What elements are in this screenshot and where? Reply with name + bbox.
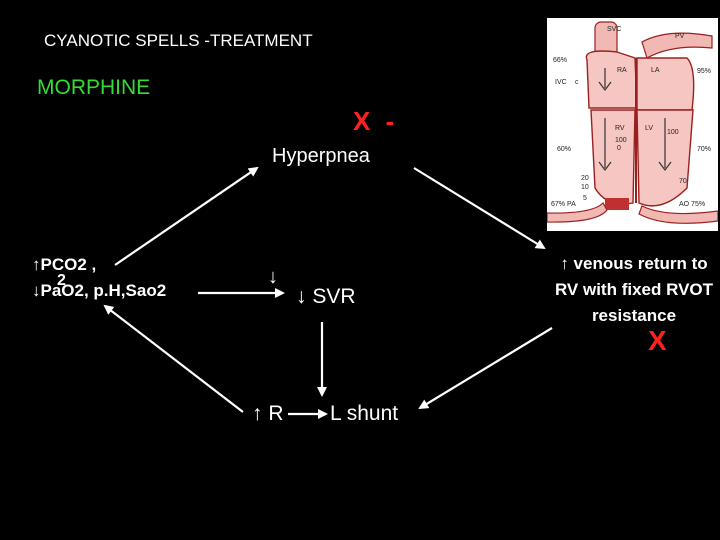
morphine-label: MORPHINE (37, 76, 151, 99)
heart-label: 95% (697, 68, 711, 75)
right-to-left-shunt-l: L shunt (330, 402, 399, 425)
arrow-shunt-to-pao2 (103, 304, 244, 413)
heart-label: SVC (607, 26, 621, 33)
heart-label: 0 (617, 145, 621, 152)
heart-label: 10 (581, 184, 589, 191)
heart-label: 70 (679, 178, 687, 185)
heart-diagram-svg: SVC PV 66% RA LA 95% IVC c RV LV 100 0 1… (546, 18, 719, 231)
heart-label: IVC (555, 79, 567, 86)
slide-title: CYANOTIC SPELLS -TREATMENT (44, 31, 313, 50)
heart-label: 70% (697, 146, 711, 153)
heart-label: AO 75% (679, 201, 705, 208)
heart-label: LA (651, 67, 660, 74)
heart-label: 100 (667, 129, 679, 136)
hyperpnea-node: Hyperpnea (272, 145, 370, 167)
heart-label: RA (617, 67, 627, 74)
arrow-hyperpnea-to-venous (413, 167, 546, 250)
arrow-pco2-to-hyperpnea (114, 166, 259, 266)
x-mark-top: X - (353, 106, 399, 136)
heart-label: 100 (615, 137, 627, 144)
heart-label: 66% (553, 57, 567, 64)
x-mark-right: X (648, 325, 667, 356)
arrow-venous-to-shunt (418, 327, 553, 410)
heart-label: 5 (583, 195, 587, 202)
heart-label: PV (675, 33, 685, 40)
subscript-2: 2 (57, 272, 66, 289)
heart-label: 60% (557, 146, 571, 153)
down-arrow-glyph: ↓ (268, 266, 278, 288)
heart-label: c (575, 79, 579, 86)
pco2-node: ↑PCO2 , (32, 255, 97, 274)
heart-label: 67% PA (551, 201, 576, 208)
heart-label: RV (615, 125, 625, 132)
pao2-node: ↓PaO2, p.H,Sao2 (32, 281, 167, 300)
heart-label: LV (645, 125, 653, 132)
venous-return-node: ↑ venous return to RV with fixed RVOT re… (554, 254, 714, 325)
right-to-left-shunt-r: ↑ R (252, 402, 284, 425)
heart-label: 20 (581, 175, 589, 182)
heart-diagram-image: SVC PV 66% RA LA 95% IVC c RV LV 100 0 1… (546, 18, 719, 231)
svr-node: ↓ SVR (296, 285, 356, 308)
